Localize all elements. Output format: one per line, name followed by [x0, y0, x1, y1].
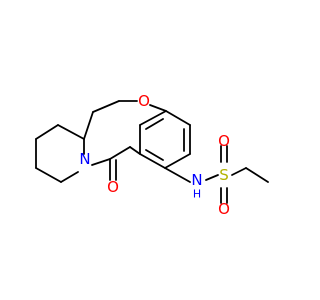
bond	[60, 171, 79, 183]
carbonyl-oxygen-label: O	[107, 178, 119, 196]
amide-nitrogen-label: N	[79, 150, 90, 168]
oxazocine-ring	[83, 100, 167, 166]
bond	[164, 153, 191, 169]
bond	[149, 104, 167, 112]
bond	[145, 149, 164, 161]
piperidine-ring	[35, 124, 85, 183]
bond	[139, 153, 166, 169]
sulfonamide-group	[164, 145, 269, 204]
bond	[205, 174, 219, 181]
sulfur-label: S	[219, 166, 229, 184]
sulfonamide-nitrogen-label: N	[191, 171, 202, 189]
bond	[57, 124, 85, 140]
bond	[92, 100, 120, 113]
bond	[35, 167, 62, 183]
carbonyl-group	[109, 158, 117, 181]
sulfonyl-oxygen-top-label: O	[218, 132, 230, 150]
bond	[91, 158, 111, 166]
bond	[165, 110, 191, 126]
ring-oxygen-label: O	[138, 92, 150, 110]
structure-diagram: O N O N H S O O	[35, 92, 269, 218]
molecule-canvas: O N O N H S O O	[35, 92, 269, 218]
bond	[231, 167, 247, 176]
bond	[245, 167, 269, 183]
benzene-ring	[129, 110, 191, 169]
bond	[145, 118, 164, 130]
sulfonyl-oxygen-bottom-label: O	[218, 200, 230, 218]
bond	[164, 167, 191, 183]
bond	[139, 110, 167, 126]
bond	[109, 146, 131, 160]
sulfonamide-hydrogen-label: H	[193, 188, 201, 201]
bond	[83, 111, 94, 140]
bond	[35, 124, 59, 140]
bond	[129, 146, 141, 155]
